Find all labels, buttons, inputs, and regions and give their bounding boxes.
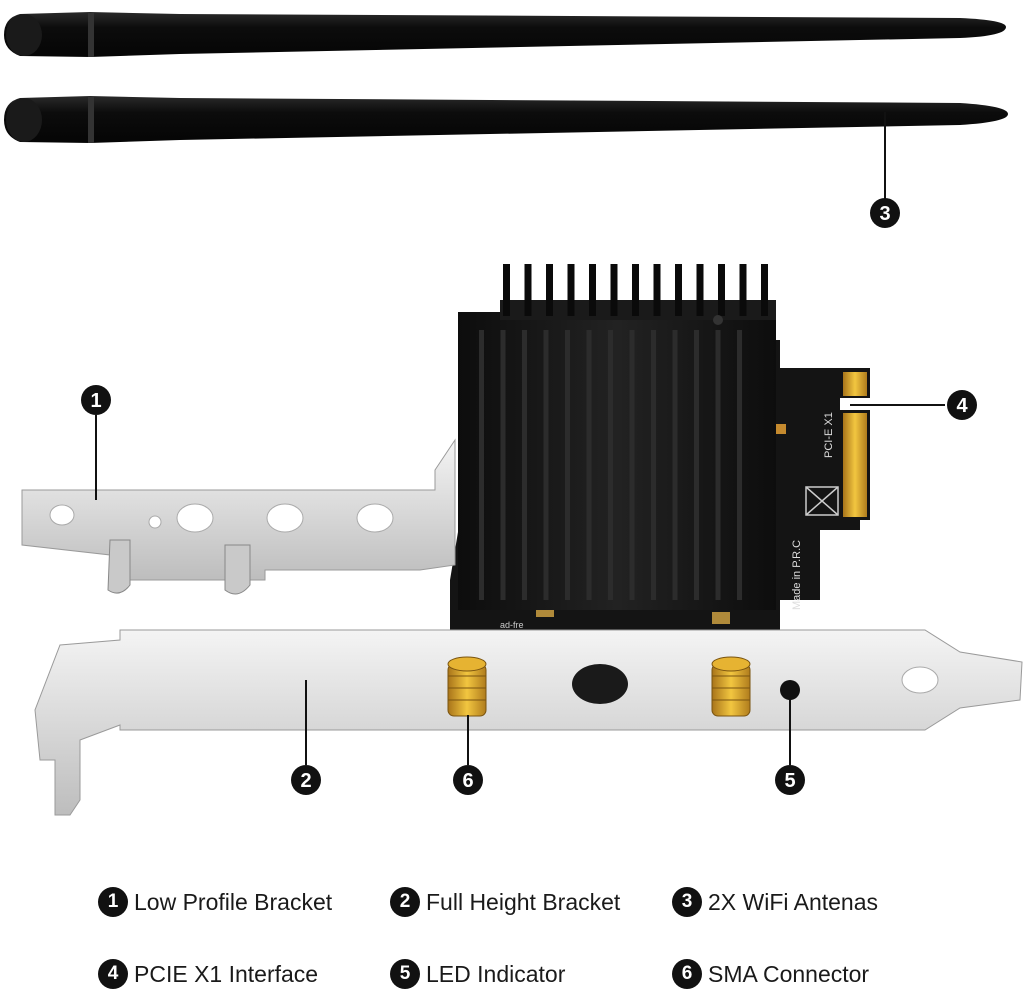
- heatsink: [458, 264, 776, 610]
- heatsink-fin: [589, 264, 596, 316]
- heatsink-fin: [675, 264, 682, 316]
- svg-text:1: 1: [90, 390, 101, 412]
- heatsink-groove: [651, 330, 656, 600]
- legend-number: 1: [98, 887, 128, 917]
- antenna-top: [4, 12, 1006, 57]
- heatsink-groove: [672, 330, 678, 600]
- heatsink-fin: [653, 264, 661, 316]
- heatsink-groove: [586, 330, 592, 600]
- legend-number: 5: [390, 959, 420, 989]
- legend-item-led-indicator: 5 LED Indicator: [390, 956, 565, 992]
- weee-bin-icon: [805, 486, 839, 516]
- legend-label: LED Indicator: [426, 960, 566, 987]
- full-height-bracket: [34, 629, 1023, 816]
- heatsink-groove: [479, 330, 484, 600]
- legend-label: Low Profile Bracket: [134, 888, 333, 915]
- heatsink-groove: [522, 330, 527, 600]
- heatsink-groove: [565, 330, 570, 600]
- pcie-x1-gold-fingers: [843, 372, 867, 517]
- svg-text:3: 3: [879, 203, 890, 225]
- heatsink-fin: [524, 264, 532, 316]
- callout-lines: [95, 112, 945, 765]
- board-origin-label: Made in P.R.C: [791, 540, 803, 610]
- legend-label: 2X WiFi Antenas: [708, 888, 879, 915]
- low-profile-bracket: [21, 438, 456, 595]
- legend-item-low-profile-bracket: 1 Low Profile Bracket: [98, 884, 332, 920]
- legend-item-wifi-antennas: 3 2X WiFi Antenas: [672, 884, 878, 920]
- heatsink-fin: [546, 264, 553, 316]
- heatsink-fin: [632, 264, 639, 316]
- board-edge-text: ad-fre: [500, 620, 524, 630]
- callout-1: 1: [81, 385, 111, 415]
- legend-number: 3: [672, 887, 702, 917]
- heatsink-groove: [608, 330, 613, 600]
- legend-number: 6: [672, 959, 702, 989]
- heatsink-fin: [503, 264, 510, 316]
- heatsink-groove: [715, 330, 721, 600]
- callout-3: 3: [870, 198, 900, 228]
- svg-text:6: 6: [462, 770, 473, 792]
- antenna-bottom: [4, 96, 1008, 143]
- legend-number: 4: [98, 959, 128, 989]
- legend-item-pcie-x1-interface: 4 PCIE X1 Interface: [98, 956, 318, 992]
- heatsink-groove: [694, 330, 699, 600]
- heatsink-fins: [479, 264, 768, 600]
- board-slot-label: PCI-E X1: [823, 412, 835, 458]
- heatsink-fin: [718, 264, 725, 316]
- sma-connector-left: [447, 656, 487, 717]
- legend-label: SMA Connector: [708, 960, 870, 987]
- legend-label: PCIE X1 Interface: [134, 960, 319, 987]
- callout-5: 5: [775, 765, 805, 795]
- product-illustration: PCI-E X1 Made in P.R.C ad-fre: [4, 12, 1023, 816]
- heatsink-groove: [543, 330, 549, 600]
- heatsink-fin: [567, 264, 575, 316]
- heatsink-groove: [500, 330, 506, 600]
- heatsink-groove: [737, 330, 742, 600]
- heatsink-fin: [761, 264, 768, 316]
- led-component: [776, 424, 786, 434]
- legend: 1 Low Profile Bracket 2 Full Height Brac…: [0, 870, 1024, 996]
- heatsink-groove: [629, 330, 635, 600]
- heatsink-fin: [696, 264, 704, 316]
- svg-text:4: 4: [956, 395, 968, 417]
- led-indicator-hole: [780, 680, 800, 700]
- svg-text:5: 5: [784, 770, 795, 792]
- callout-2: 2: [291, 765, 321, 795]
- callout-6: 6: [453, 765, 483, 795]
- svg-text:2: 2: [300, 770, 311, 792]
- heatsink-fin: [610, 264, 618, 316]
- sma-connector-right: [711, 656, 751, 717]
- heatsink-fin: [739, 264, 747, 316]
- callout-4: 4: [947, 390, 977, 420]
- legend-item-sma-connector: 6 SMA Connector: [672, 956, 869, 992]
- legend-label: Full Height Bracket: [426, 888, 621, 915]
- legend-item-full-height-bracket: 2 Full Height Bracket: [390, 884, 620, 920]
- legend-number: 2: [390, 887, 420, 917]
